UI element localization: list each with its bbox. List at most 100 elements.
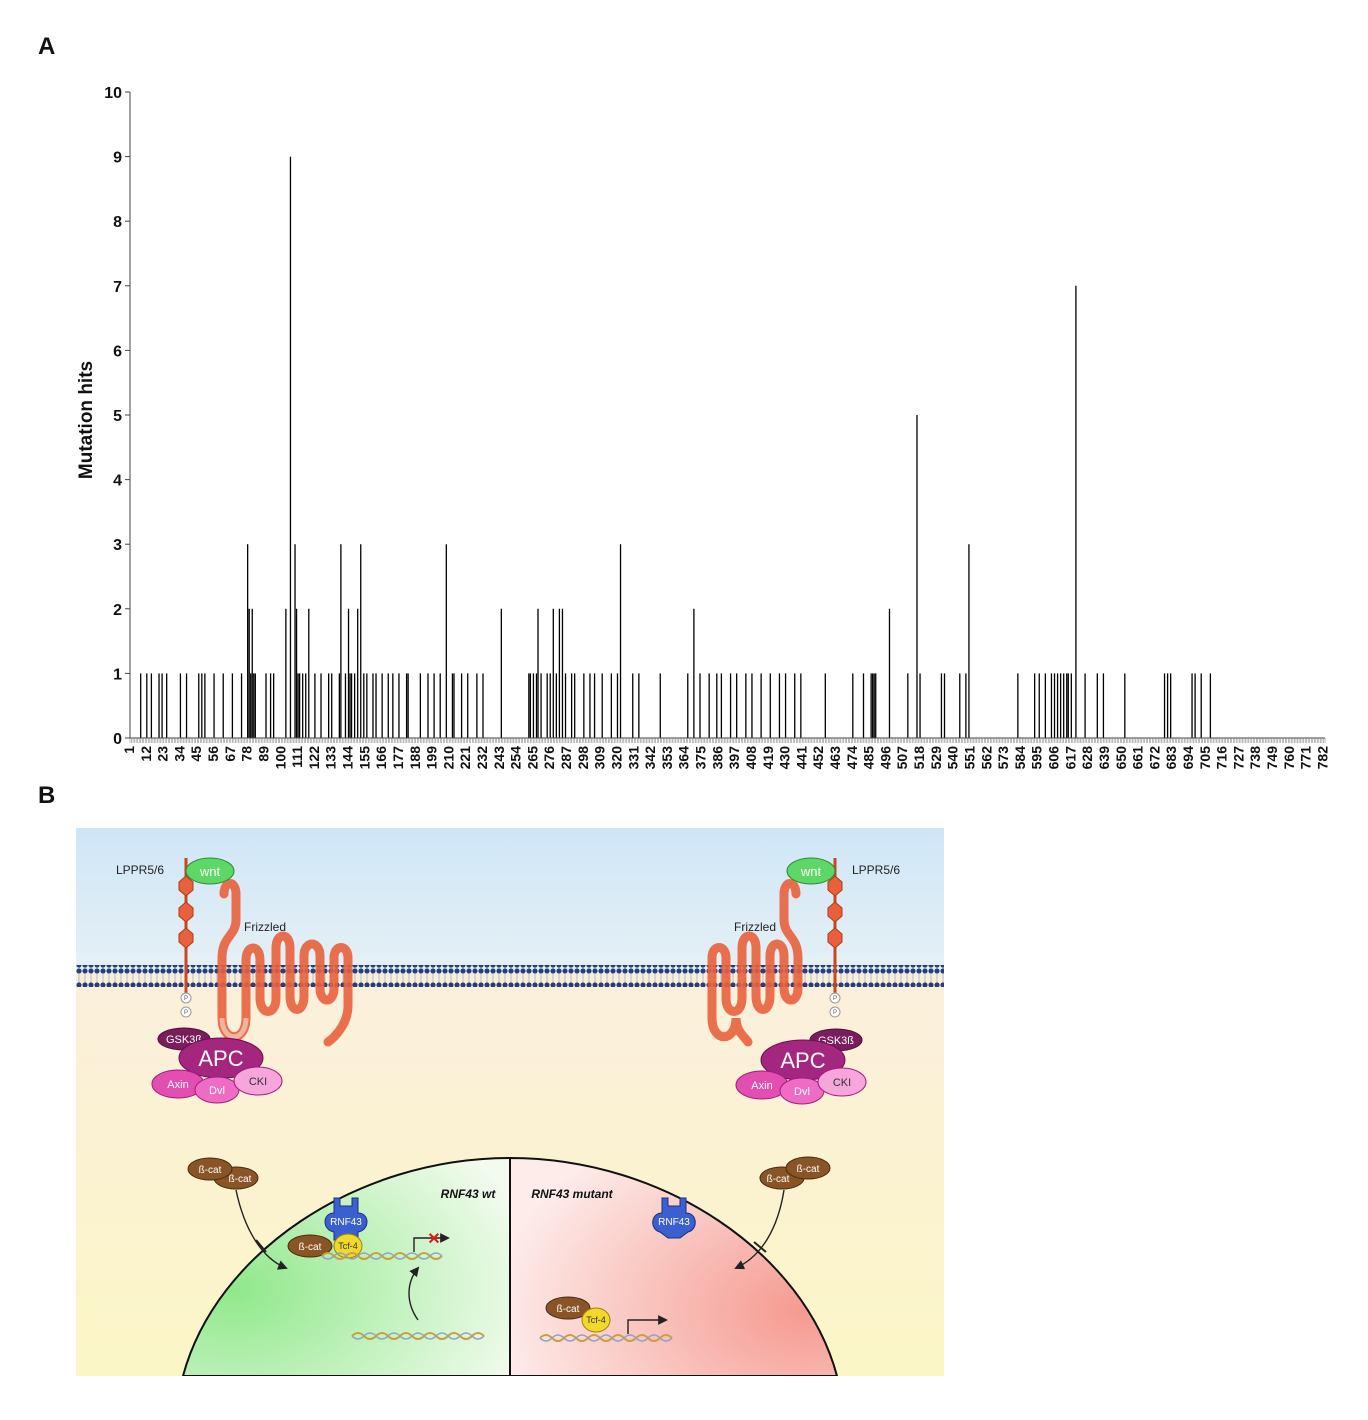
- x-tick-label: 34: [171, 746, 187, 762]
- x-tick-label: 408: [743, 746, 759, 770]
- extracellular-space: [76, 828, 944, 973]
- x-tick-label: 221: [457, 746, 473, 770]
- y-tick-label: 10: [104, 85, 122, 102]
- x-tick-label: 617: [1062, 746, 1078, 770]
- x-tick-label: 760: [1281, 746, 1297, 770]
- receptor-complex-left: P P wnt LPPR5/6 Frizzled GSK3ß APC Axin …: [116, 857, 353, 1104]
- tcf4-label: Tcf-4: [586, 1315, 606, 1325]
- x-tick-label: 496: [877, 746, 893, 770]
- x-tick-label: 672: [1146, 746, 1162, 770]
- y-tick-label: 3: [113, 537, 122, 554]
- cki-right: [817, 1067, 867, 1097]
- rnf43-wt-title: RNF43 wt: [441, 1187, 497, 1201]
- x-tick-label: 529: [928, 746, 944, 770]
- wnt-label: wnt: [800, 864, 822, 879]
- x-tick-label: 353: [659, 746, 675, 770]
- x-tick-label: 749: [1264, 746, 1280, 770]
- tcf4-label: Tcf-4: [338, 1241, 358, 1251]
- x-tick-label: 705: [1197, 746, 1213, 770]
- y-tick-label: 8: [113, 214, 122, 231]
- x-tick-label: 133: [323, 746, 339, 770]
- wnt-ligand-left: [185, 857, 235, 885]
- x-tick-label: 507: [894, 746, 910, 770]
- x-tick-label: 419: [760, 746, 776, 770]
- x-tick-label: 23: [155, 746, 171, 762]
- bcat-label: ß-cat: [229, 1174, 252, 1185]
- x-tick-label: 771: [1298, 746, 1314, 770]
- cki-label: CKI: [249, 1076, 267, 1088]
- dvl-label: Dvl: [794, 1086, 810, 1098]
- x-tick-label: 661: [1130, 746, 1146, 770]
- x-tick-label: 463: [827, 746, 843, 770]
- x-tick-label: 265: [524, 746, 540, 770]
- bcat-label: ß-cat: [199, 1165, 222, 1176]
- frizzled-label-right: Frizzled: [734, 920, 776, 934]
- bcat-label: ß-cat: [797, 1164, 820, 1175]
- phospho-label: P: [833, 1010, 837, 1016]
- x-tick-label: 342: [642, 746, 658, 770]
- panel-label-a: A: [38, 33, 56, 60]
- y-axis-label: Mutation hits: [76, 361, 97, 479]
- x-tick-label: 628: [1079, 746, 1095, 770]
- x-tick-label: 716: [1214, 746, 1230, 770]
- x-tick-label: 67: [222, 746, 238, 762]
- x-tick-label: 639: [1096, 746, 1112, 770]
- x-tick-label: 287: [558, 746, 574, 770]
- x-tick-label: 12: [138, 746, 154, 762]
- bcat-label: ß-cat: [299, 1242, 322, 1253]
- lppr-label-right: LPPR5/6: [852, 863, 900, 877]
- x-tick-label: 364: [676, 746, 692, 770]
- x-tick-label: 210: [440, 746, 456, 770]
- x-tick-label: 452: [810, 746, 826, 770]
- y-tick-label: 9: [113, 150, 122, 167]
- cell-membrane: [76, 965, 944, 987]
- bcat-label: ß-cat: [557, 1304, 580, 1315]
- x-tick-label: 155: [356, 746, 372, 770]
- x-tick-label: 1: [121, 746, 137, 754]
- x-tick-label: 540: [945, 746, 961, 770]
- x-tick-label: 584: [1012, 746, 1028, 770]
- apc-label: APC: [198, 1046, 243, 1071]
- bcat-label: ß-cat: [767, 1174, 790, 1185]
- wnt-label: wnt: [199, 864, 221, 879]
- x-tick-label: 573: [995, 746, 1011, 770]
- y-tick-label: 4: [113, 473, 122, 490]
- x-tick-label: 45: [188, 746, 204, 762]
- phospho-label: P: [184, 996, 188, 1002]
- cki-label: CKI: [833, 1077, 851, 1089]
- x-tick-label: 397: [726, 746, 742, 770]
- x-tick-label: 650: [1113, 746, 1129, 770]
- x-tick-label: 474: [844, 746, 860, 770]
- x-tick-label: 441: [793, 746, 809, 770]
- x-tick-label: 100: [272, 746, 288, 770]
- cki-left: [233, 1066, 283, 1096]
- x-tick-label: 78: [239, 746, 255, 762]
- axin-label: Axin: [751, 1080, 772, 1092]
- beta-catenin-pair-right: ß-cat ß-cat: [759, 1156, 831, 1190]
- x-tick-label: 144: [340, 746, 356, 770]
- rnf43-label: RNF43: [330, 1217, 362, 1228]
- x-tick-label: 320: [608, 746, 624, 770]
- nucleus-rnf43-wt: [181, 1156, 511, 1376]
- y-tick-label: 2: [113, 602, 122, 619]
- frizzled-label-left: Frizzled: [244, 920, 286, 934]
- x-tick-label: 694: [1180, 746, 1196, 770]
- x-tick-label: 199: [424, 746, 440, 770]
- x-tick-label: 177: [390, 746, 406, 770]
- y-tick-label: 5: [113, 408, 122, 425]
- receptor-complex-right: P P wnt LPPR5/6 Frizzled GSK3ß APC Axin …: [707, 857, 900, 1105]
- rnf43-protein-mutant: RNF43: [652, 1197, 696, 1239]
- y-tick-label: 1: [113, 666, 122, 683]
- x-tick-label: 254: [508, 746, 524, 770]
- dna-mutant: [539, 1334, 673, 1342]
- x-tick-label: 331: [625, 746, 641, 770]
- rnf43-label: RNF43: [658, 1217, 690, 1228]
- rnf43-protein-wt: RNF43: [324, 1197, 368, 1241]
- x-tick-label: 56: [205, 746, 221, 762]
- x-tick-label: 89: [255, 746, 271, 762]
- x-tick-label: 298: [575, 746, 591, 770]
- phospho-label: P: [833, 996, 837, 1002]
- y-tick-label: 0: [113, 731, 122, 748]
- x-tick-label: 232: [474, 746, 490, 770]
